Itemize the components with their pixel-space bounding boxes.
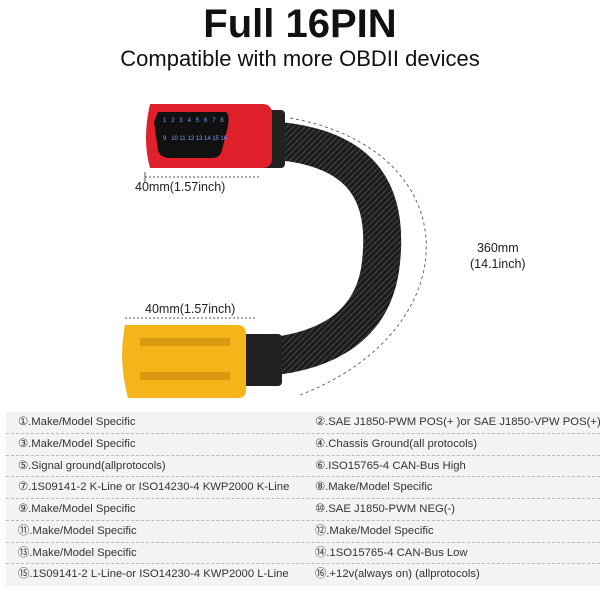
pin-number: 1 <box>163 118 167 124</box>
cable-length-label: 360mm (14.1inch) <box>470 240 526 272</box>
pin-number: 16 <box>220 136 227 142</box>
pin-cell: ⑭.1SO15765-4 CAN-Bus Low <box>315 546 468 559</box>
pin-number: 5 <box>196 118 200 124</box>
pin-number: 10 <box>171 136 178 142</box>
pin-number: 12 <box>188 136 195 142</box>
headline: Full 16PIN <box>203 2 397 46</box>
table-row: ⑮.1S09141-2 L-Line-or ISO14230-4 KWP2000… <box>6 564 600 586</box>
cable-length-mm: 360mm <box>476 241 519 255</box>
table-row: ⑤.Signal ground(allprotocols) ⑥.ISO15765-… <box>6 456 600 478</box>
pin-number: 2 <box>171 118 175 124</box>
pin-number: 14 <box>204 136 211 142</box>
pin-cell: ①.Make/Model Specific <box>18 416 136 428</box>
pin-number: 11 <box>179 136 186 142</box>
table-row: ⑪.Make/Model Specific ⑫.Make/Model Specif… <box>6 521 600 543</box>
pin-cell: ⑯.+12v(always on) (allprotocols) <box>315 568 480 581</box>
table-row: ⑨.Make/Model Specific ⑩.SAE J1850-PWM NEG… <box>6 499 600 521</box>
table-row: ⑬.Make/Model Specific ⑭.1SO15765-4 CAN-Bu… <box>6 543 600 565</box>
pin-cell: ⑧.Make/Model Specific <box>315 481 433 494</box>
pin-cell: ③.Make/Model Specific <box>18 437 136 450</box>
table-row: ③.Make/Model Specific ④.Chassis Ground(al… <box>6 434 600 456</box>
pin-cell: ⑮.1S09141-2 L-Line-or ISO14230-4 KWP2000… <box>18 568 289 581</box>
pin-number: 6 <box>204 118 208 124</box>
pin-number: 3 <box>179 118 183 124</box>
subtitle: Compatible with more OBDII devices <box>120 46 480 71</box>
bottom-connector-dimension: 40mm(1.57inch) <box>145 302 236 316</box>
table-row: ①.Make/Model Specific ②.SAE J1850-PWM POS… <box>6 412 600 434</box>
pin-number: 9 <box>163 136 167 142</box>
pin-cell: ⑥.ISO15765-4 CAN-Bus High <box>315 459 466 472</box>
pin-cell: ⑨.Make/Model Specific <box>18 503 136 515</box>
pin-cell: ⑪.Make/Model Specific <box>18 524 137 537</box>
pin-cell: ⑬.Make/Model Specific <box>18 546 137 559</box>
top-connector-dimension: 40mm(1.57inch) <box>135 180 226 194</box>
pin-cell: ⑩.SAE J1850-PWM NEG(-) <box>315 503 456 515</box>
cable-length-inch: (14.1inch) <box>470 257 526 271</box>
pin-cell: ②.SAE J1850-PWM POS(+ )or SAE J1850-VPW … <box>315 416 600 428</box>
pin-number: 8 <box>220 118 224 124</box>
pinout-table: ①.Make/Model Specific ②.SAE J1850-PWM POS… <box>6 412 600 586</box>
pin-cell: ⑫.Make/Model Specific <box>315 524 434 537</box>
pin-cell: ④.Chassis Ground(all protocols) <box>315 437 478 450</box>
yellow-connector <box>122 325 282 398</box>
pin-number: 13 <box>196 136 203 142</box>
pin-number: 7 <box>212 118 216 124</box>
pin-cell: ⑦.1S09141-2 K-Line or ISO14230-4 KWP2000… <box>18 481 290 494</box>
pin-number: 4 <box>188 118 192 124</box>
pin-number: 15 <box>212 136 219 142</box>
table-row: ⑦.1S09141-2 K-Line or ISO14230-4 KWP2000… <box>6 477 600 499</box>
pin-cell: ⑤.Signal ground(allprotocols) <box>18 459 166 472</box>
braided-cable <box>239 121 402 377</box>
dashed-arc <box>289 117 427 396</box>
